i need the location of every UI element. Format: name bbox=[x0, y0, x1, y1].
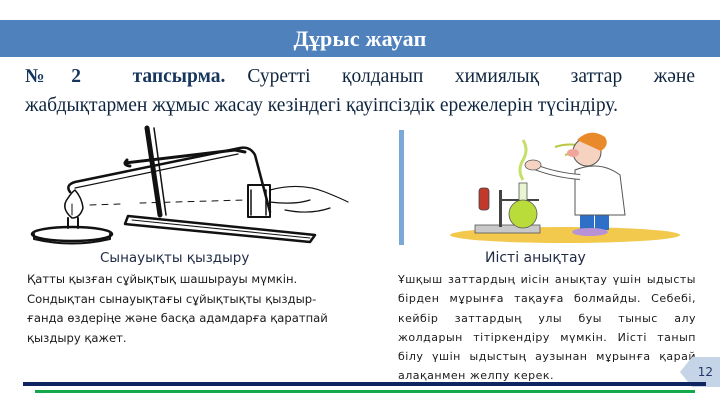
task-line-1: №2 тапсырма. Суретті қолданып химиялық за… bbox=[25, 62, 695, 91]
task-line-2: жабдықтармен жұмыс жасау кезіндегі қауіп… bbox=[25, 95, 618, 116]
smell-detection-image bbox=[405, 125, 700, 250]
heating-rule-line: Қатты қызған сұйықтық шашырауы мүмкін. bbox=[27, 272, 298, 286]
heating-rule-line: Сондықтан сынауықтағы сұйықтықты қыздыр- bbox=[27, 291, 317, 306]
heating-rule-line: қыздыру қажет. bbox=[27, 330, 127, 345]
footer-line-navy bbox=[23, 382, 706, 386]
smell-rule-text: Ұшқыш заттардың иісін анықтау үшін ыдыст… bbox=[398, 273, 696, 383]
page-number: 12 bbox=[697, 365, 713, 379]
heating-test-tube-image bbox=[30, 120, 360, 250]
task-statement: №2 тапсырма. Суретті қолданып химиялық за… bbox=[25, 62, 695, 120]
title-bar: Дұрыс жауап bbox=[0, 20, 720, 57]
heating-rule-text: Қатты қызған сұйықтық шашырауы мүмкін. С… bbox=[27, 270, 357, 348]
task-text-1: Суретті қолданып химиялық заттар және bbox=[247, 66, 695, 87]
caption-smell: Иісті анықтау bbox=[485, 250, 586, 266]
task-label: №2 тапсырма. bbox=[25, 66, 226, 87]
footer-line-green bbox=[35, 390, 695, 393]
slide-title: Дұрыс жауап bbox=[293, 25, 427, 51]
heating-rule-line: ғанда өздеріңе және басқа адамдарға қара… bbox=[27, 311, 328, 325]
accent-bar bbox=[399, 130, 404, 245]
caption-heating: Сынауықты қыздыру bbox=[100, 250, 250, 266]
